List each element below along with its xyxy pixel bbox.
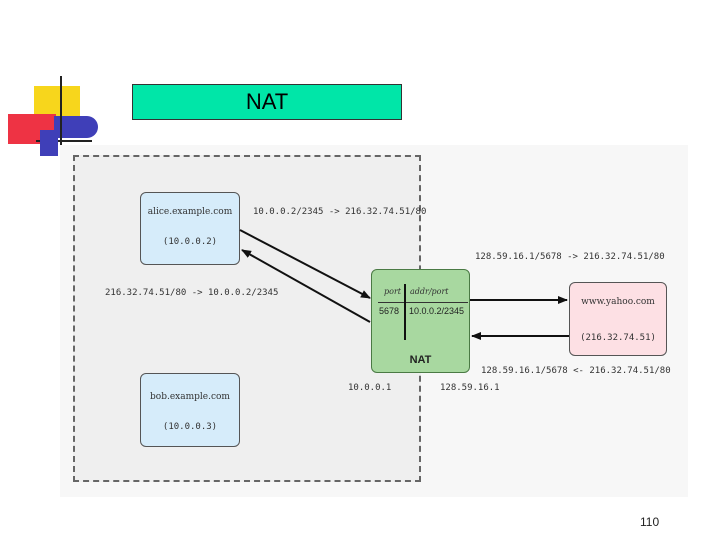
template-decoration xyxy=(0,70,110,160)
flow-label-yahoo-out: 128.59.16.1/5678 -> 216.32.74.51/80 xyxy=(475,252,665,262)
host-bob-name: bob.example.com xyxy=(150,392,230,402)
flow-label-alice-in: 216.32.74.51/80 -> 10.0.0.2/2345 xyxy=(105,288,279,298)
host-yahoo-name: www.yahoo.com xyxy=(581,297,655,307)
host-bob: bob.example.com (10.0.0.3) xyxy=(140,373,240,447)
nat-table-port-value: 5678 xyxy=(379,306,400,316)
private-network-region xyxy=(73,155,421,482)
nat-inside-ip: 10.0.0.1 xyxy=(348,383,392,393)
slide-title: NAT xyxy=(132,84,402,120)
host-bob-ip: (10.0.0.3) xyxy=(162,422,218,432)
flow-label-alice-out: 10.0.0.2/2345 -> 216.32.74.51/80 xyxy=(253,207,427,217)
host-alice: alice.example.com (10.0.0.2) xyxy=(140,192,240,265)
host-yahoo: www.yahoo.com (216.32.74.51) xyxy=(569,282,667,356)
vertical-rule xyxy=(60,76,62,146)
blue-bar xyxy=(40,130,58,156)
flow-label-yahoo-in: 128.59.16.1/5678 <- 216.32.74.51/80 xyxy=(481,366,671,376)
host-yahoo-ip: (216.32.74.51) xyxy=(580,333,656,343)
nat-outside-ip: 128.59.16.1 xyxy=(440,383,500,393)
nat-table-header-addr: addr/port xyxy=(410,287,449,296)
page-number: 110 xyxy=(640,515,660,529)
nat-table-divider-vertical xyxy=(404,284,406,340)
host-alice-ip: (10.0.0.2) xyxy=(162,237,218,247)
nat-device: port addr/port 5678 10.0.0.2/2345 NAT xyxy=(371,269,470,373)
nat-label: NAT xyxy=(409,354,432,366)
blue-square xyxy=(54,116,98,138)
nat-table-divider-horizontal xyxy=(378,302,468,303)
host-alice-name: alice.example.com xyxy=(147,207,233,217)
nat-table-header-port: port xyxy=(384,287,401,296)
nat-table-addr-value: 10.0.0.2/2345 xyxy=(409,306,465,316)
horizontal-rule xyxy=(36,140,92,142)
